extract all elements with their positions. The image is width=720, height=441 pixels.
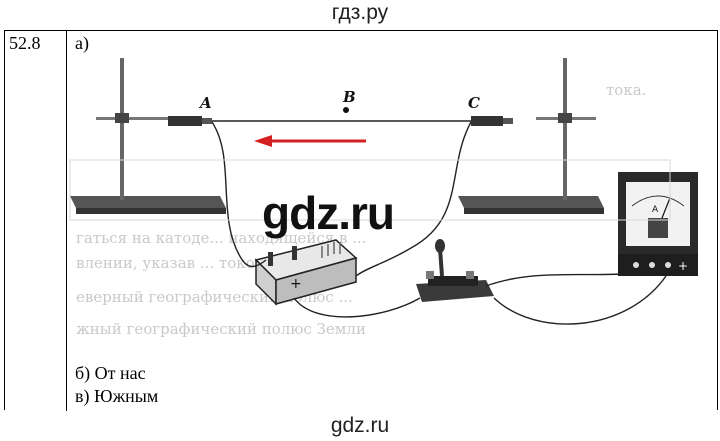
- faded-text-line: влении, указав ... током к ...: [76, 254, 300, 272]
- faded-text-line: гаться на катоде... находящейся в ...: [76, 229, 367, 247]
- watermark: gdz.ru: [262, 187, 395, 239]
- site-header: гдз.ру: [331, 1, 389, 24]
- answer-b: б) От нас: [75, 363, 146, 383]
- faded-text-line: тока.: [606, 81, 646, 99]
- svg-text:A: A: [652, 205, 659, 215]
- answer-v: в) Южным: [75, 386, 159, 406]
- svg-text:+: +: [290, 276, 302, 292]
- answer-table: 52.8 а) б) От нас в) Южным: [4, 30, 718, 411]
- part-a-label: а): [75, 33, 89, 53]
- point-b-label: B: [342, 88, 356, 106]
- task-number: 52.8: [9, 33, 41, 53]
- switch: [416, 239, 494, 302]
- ammeter: A +: [618, 172, 698, 276]
- left-stand: [70, 58, 226, 214]
- right-stand: [458, 58, 604, 214]
- current-direction-arrow: [254, 135, 366, 147]
- clamp-c: [471, 116, 503, 126]
- point-c-label: C: [468, 94, 480, 112]
- clamp-a: [168, 116, 202, 126]
- point-b-dot: [343, 107, 349, 113]
- site-footer: gdz.ru: [330, 414, 390, 437]
- faded-text-line: жный географический полюс Земли: [76, 320, 366, 338]
- column-divider: [66, 31, 67, 411]
- point-a-label: A: [198, 94, 212, 112]
- connecting-wires: [211, 121, 667, 325]
- battery: +: [254, 239, 358, 306]
- experiment-figure: тока. гаться на катоде... находящейся в …: [69, 58, 698, 338]
- svg-text:+: +: [678, 259, 688, 273]
